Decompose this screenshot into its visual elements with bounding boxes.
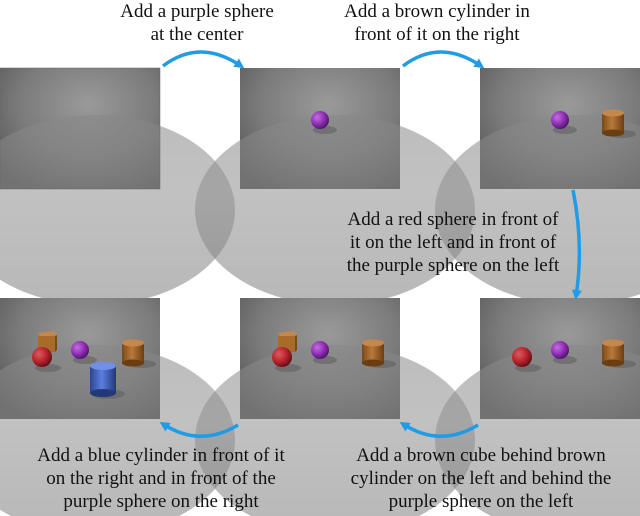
- blue-cylinder: [90, 362, 125, 399]
- scene-1-empty: [0, 67, 235, 305]
- arrow-3-to-4: [571, 189, 582, 300]
- brown-cylinder: [602, 339, 636, 368]
- purple-sphere: [311, 341, 329, 359]
- scene-5-brown-cube: [195, 298, 475, 516]
- scene-4-red-sphere: [435, 298, 640, 516]
- arrow-1-to-2: [161, 50, 245, 69]
- red-sphere: [512, 347, 532, 367]
- caption-step-3: Add a red sphere in front of it on the l…: [346, 209, 560, 276]
- scene-3-brown-cylinder: [435, 68, 640, 305]
- brown-cylinder: [122, 339, 156, 368]
- arrow-4-to-5: [399, 421, 479, 438]
- red-sphere: [272, 347, 292, 367]
- scene-6-blue-cylinder: [0, 298, 235, 516]
- caption-step-5: Add a blue cylinder in front of it on th…: [37, 445, 285, 512]
- purple-sphere: [551, 111, 569, 129]
- caption-step-1: Add a purple sphere at the center: [120, 1, 274, 45]
- brown-cylinder: [362, 339, 396, 368]
- purple-sphere: [71, 341, 89, 359]
- purple-sphere: [551, 341, 569, 359]
- purple-sphere: [311, 111, 329, 129]
- arrow-5-to-6: [159, 421, 239, 438]
- arrow-2-to-3: [401, 50, 485, 69]
- brown-cylinder: [602, 109, 636, 138]
- scene-2-purple-sphere: [195, 68, 475, 305]
- caption-step-2: Add a brown cylinder in front of it on t…: [344, 1, 530, 45]
- red-sphere: [32, 347, 52, 367]
- caption-step-4: Add a brown cube behind brown cylinder o…: [350, 445, 612, 512]
